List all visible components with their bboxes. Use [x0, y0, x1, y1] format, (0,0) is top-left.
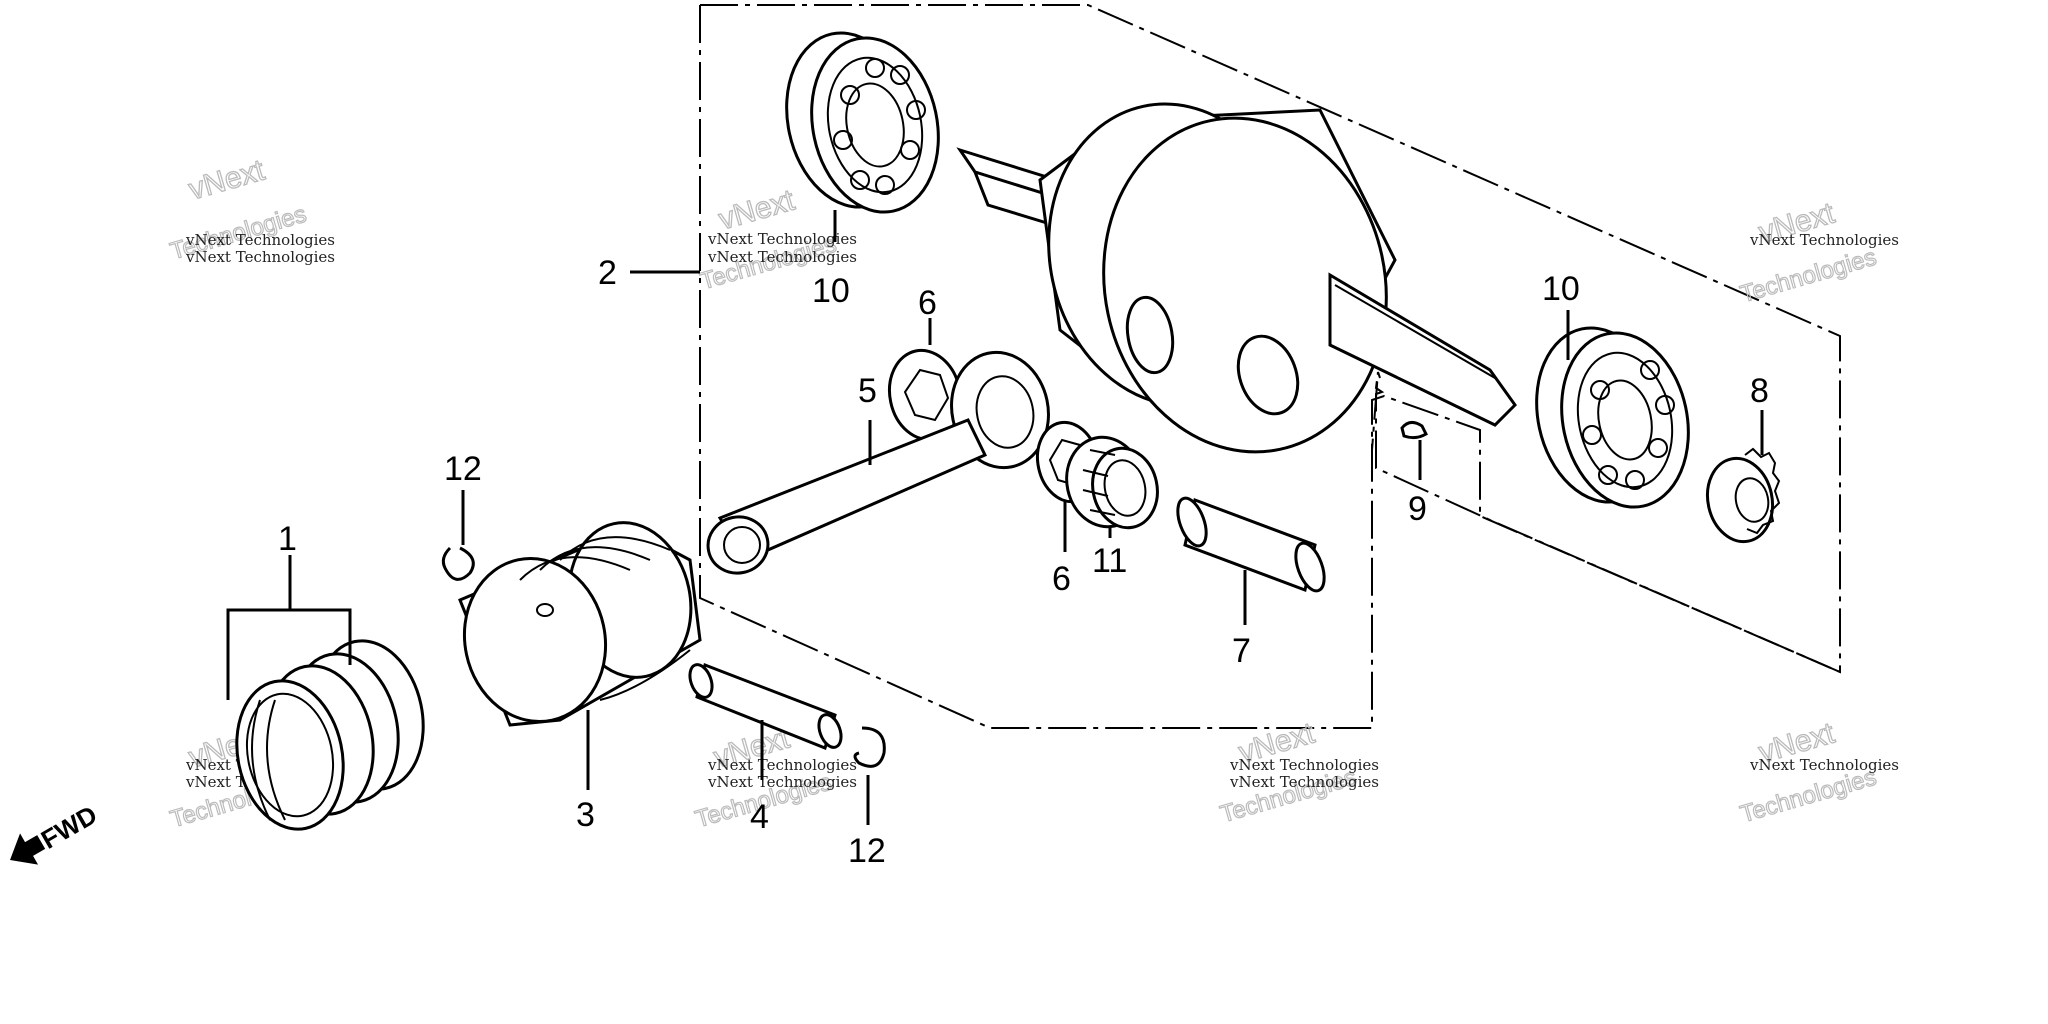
- needle-bearing-11: [1065, 435, 1159, 530]
- crankshaft-drawing: [956, 102, 1517, 454]
- svg-text:vNext Technologies: vNext Technologies: [707, 773, 857, 791]
- callout-8: 8: [1750, 372, 1769, 410]
- callout-11: 11: [1092, 542, 1127, 580]
- svg-text:Technologies: Technologies: [1737, 244, 1879, 309]
- callout-6-lower: 6: [1052, 560, 1071, 598]
- callout-5: 5: [858, 372, 877, 410]
- key-9: [1400, 421, 1428, 440]
- callout-2: 2: [598, 254, 617, 292]
- svg-text:vNext Technologies: vNext Technologies: [1229, 773, 1379, 791]
- callout-4: 4: [750, 798, 769, 836]
- piston-pin-4: [688, 662, 843, 750]
- nut-8: [1706, 447, 1781, 544]
- bearing-upper-10: [785, 31, 940, 214]
- callout-10-upper: 10: [812, 272, 850, 310]
- callout-6-upper: 6: [918, 284, 937, 322]
- crankshaft-assembly-outline: [700, 4, 1841, 674]
- svg-text:vNext Technologies: vNext Technologies: [707, 248, 857, 266]
- crank-pin-7: [1176, 496, 1326, 593]
- callout-12-lower: 12: [848, 832, 886, 870]
- forward-direction-indicator: FWD: [10, 799, 102, 865]
- piston-pin-clip-12-upper: [441, 546, 475, 581]
- callout-1: 1: [278, 520, 297, 558]
- svg-text:vNext Technologies: vNext Technologies: [185, 248, 335, 266]
- forward-arrow-icon: [10, 833, 46, 865]
- svg-text:vNext Technologies: vNext Technologies: [707, 230, 857, 248]
- callout-12-upper: 12: [444, 450, 482, 488]
- callout-9: 9: [1408, 490, 1427, 528]
- svg-text:vNext Technologies: vNext Technologies: [185, 231, 335, 249]
- svg-text:vNext Technologies: vNext Technologies: [1229, 756, 1379, 774]
- callout-3: 3: [576, 796, 595, 834]
- svg-text:vNext Technologies: vNext Technologies: [1749, 756, 1899, 774]
- leader-lines: [226, 210, 1764, 825]
- svg-text:vNext Technologies: vNext Technologies: [1749, 231, 1899, 249]
- svg-text:vNext: vNext: [185, 154, 268, 207]
- svg-text:vNext: vNext: [715, 184, 798, 237]
- bearing-right-10: [1535, 326, 1690, 509]
- connecting-rod-5: [706, 350, 1050, 575]
- callout-10-right: 10: [1542, 270, 1580, 308]
- fwd-label: FWD: [36, 799, 102, 855]
- piston-pin-clip-12-lower: [853, 726, 886, 768]
- svg-text:vNext Technologies: vNext Technologies: [707, 756, 857, 774]
- piston-3: [458, 521, 702, 727]
- piston-ring-set-1: [235, 639, 425, 831]
- callout-7: 7: [1232, 632, 1251, 670]
